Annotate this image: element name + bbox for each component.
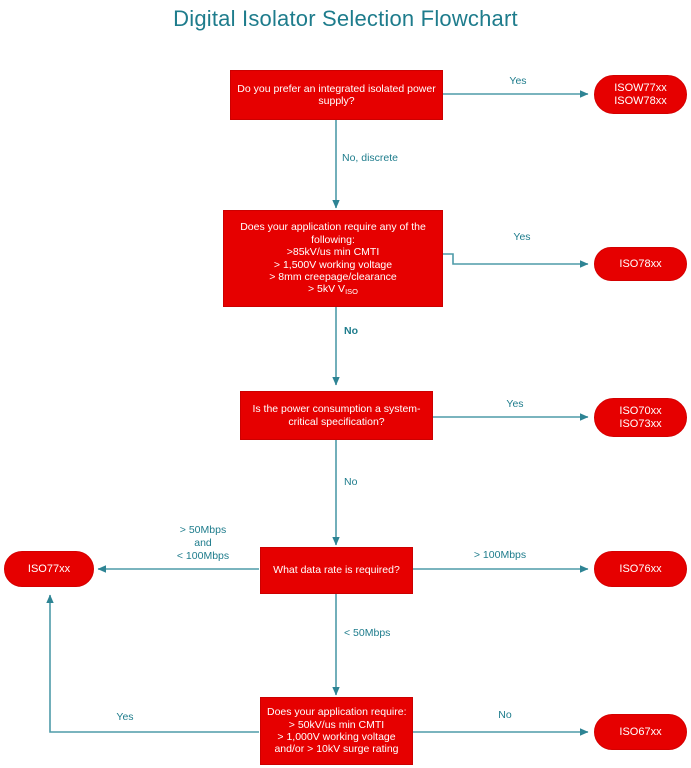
node-text-line: Does your application require any of the — [240, 221, 426, 234]
node-text-line: and/or > 10kV surge rating — [274, 743, 399, 756]
node-text-line: Do you prefer an integrated isolated pow… — [237, 82, 436, 95]
node-text-line: ISO70xx — [619, 404, 662, 417]
node-text-line: > 8mm creepage/clearance — [269, 270, 397, 283]
decision-q1-integrated-power[interactable]: Do you prefer an integrated isolated pow… — [230, 70, 443, 120]
edge-label-q5-no: No — [480, 709, 530, 722]
edge-label-text: No — [344, 476, 358, 488]
node-text-line: ISOW78xx — [614, 94, 667, 107]
node-text-line: > 1,000V working voltage — [277, 731, 396, 743]
edge-label-text: No — [498, 709, 512, 721]
edge-label-text: < 50Mbps — [344, 627, 391, 639]
edge-label-text: Yes — [116, 711, 134, 723]
node-text-line: What data rate is required? — [273, 564, 400, 577]
edge-label-text: and — [194, 537, 212, 550]
decision-q5-cmti-surge-requirements[interactable]: Does your application require: > 50kV/us… — [260, 697, 413, 765]
node-text-line-viso: > 5kV VISO — [230, 283, 436, 297]
edge-label-text: > 50Mbps — [179, 524, 227, 536]
edge-label-text: Yes — [506, 398, 524, 410]
edge-label-q3-yes: Yes — [490, 398, 540, 411]
terminal-iso67xx[interactable]: ISO67xx — [594, 714, 687, 750]
node-text-line: ISO76xx — [619, 562, 662, 575]
decision-q2-high-isolation-requirements[interactable]: Does your application require any of the… — [223, 210, 443, 307]
node-text-line: critical specification? — [288, 415, 385, 428]
edge-label-text: Yes — [513, 231, 531, 243]
edge-label-q4-down-50mbps: < 50Mbps — [344, 627, 424, 640]
node-text-line: ISO73xx — [619, 417, 662, 430]
edge-label-q1-yes: Yes — [493, 75, 543, 88]
terminal-iso76xx[interactable]: ISO76xx — [594, 551, 687, 587]
node-text-line: >85kV/us min CMTI — [286, 246, 380, 259]
edge-label-q4-right-100mbps: > 100Mbps — [440, 549, 560, 562]
node-text-viso-main: > 5kV V — [308, 283, 346, 296]
node-text-line: > 1,500V working voltage — [273, 258, 393, 271]
node-text-line: ISO67xx — [619, 725, 662, 738]
terminal-isow77xx-isow78xx[interactable]: ISOW77xx ISOW78xx — [594, 75, 687, 114]
edge-label-q4-left-50-100mbps: > 50Mbps and < 100Mbps — [138, 524, 268, 563]
decision-q3-power-consumption[interactable]: Is the power consumption a system- criti… — [240, 391, 433, 440]
edge-label-q2-no: No — [344, 325, 384, 338]
edge-label-text: No — [344, 325, 358, 337]
node-text-line: Is the power consumption a system- — [252, 403, 421, 416]
edge-label-q1-no-discrete: No, discrete — [342, 152, 432, 165]
node-text-line: ISOW77xx — [614, 81, 667, 94]
edge-label-q3-no: No — [344, 476, 384, 489]
node-text-line: ISO77xx — [27, 562, 71, 575]
node-text-viso-subscript: ISO — [345, 287, 358, 297]
terminal-iso70xx-iso73xx[interactable]: ISO70xx ISO73xx — [594, 398, 687, 437]
terminal-iso77xx[interactable]: ISO77xx — [4, 551, 94, 587]
terminal-iso78xx[interactable]: ISO78xx — [594, 247, 687, 281]
node-text-line: Does your application require: — [267, 706, 407, 719]
edge-label-text: > 100Mbps — [473, 549, 527, 561]
edge-label-text: Yes — [509, 75, 527, 87]
edge-q2-yes — [443, 253, 589, 268]
node-text-line: following: — [311, 233, 355, 246]
edge-label-text: No, discrete — [342, 152, 399, 164]
edge-label-q2-yes: Yes — [497, 231, 547, 244]
node-text-line: > 50kV/us min CMTI — [288, 718, 385, 731]
edge-label-text: < 100Mbps — [176, 550, 230, 563]
node-text-line: supply? — [318, 95, 355, 107]
page-title: Digital Isolator Selection Flowchart — [173, 6, 518, 31]
decision-q4-data-rate[interactable]: What data rate is required? — [260, 547, 413, 594]
edge-label-q5-yes: Yes — [95, 711, 155, 724]
node-text-line: ISO78xx — [619, 257, 662, 270]
